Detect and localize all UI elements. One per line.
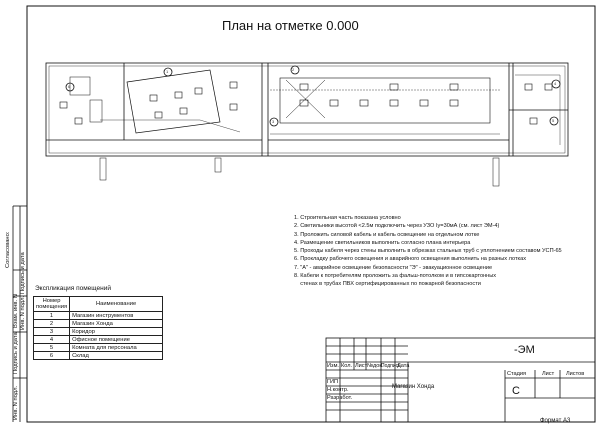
note-6: 6. Прокладку рабочего освещения и аварий… [294, 256, 527, 263]
col-number-header: Номер помещения [32, 296, 71, 312]
stamp-role-gip: ГИП [327, 379, 339, 385]
side-vzam-inv: Взам. инв. N [13, 294, 19, 328]
room-number-6: 6 [68, 84, 71, 89]
stamp-header-date: Дата [397, 363, 410, 369]
stamp-header-kol: Кол. [341, 363, 353, 369]
sheet-frame [26, 5, 596, 423]
drawing-title: План на отметке 0.000 [222, 18, 359, 33]
note-2: 2. Светильники высотой <2.5м подключить … [294, 223, 500, 230]
room-n: 3 [32, 327, 71, 336]
room-name: Коридор [69, 327, 164, 336]
room-number-4: 4 [554, 81, 557, 86]
side-inv-podl-2: Инв. N подл. [20, 295, 26, 330]
room-n: 2 [32, 319, 71, 328]
room-n: 6 [32, 351, 71, 360]
sheet-format: Формат А3 [540, 418, 571, 424]
stamp-role-nkontr: Н.контр. [327, 387, 349, 393]
side-strip [12, 205, 27, 422]
floor-plan [45, 62, 569, 187]
general-notes: 1. Строительная часть показана условно 2… [294, 214, 562, 289]
room-number-3: 3 [272, 119, 275, 124]
stamp-header-izm: Изм. [327, 363, 339, 369]
stamp-header-sign: Подпись [381, 363, 401, 369]
stage-value: С [512, 385, 520, 397]
room-number-2: 2 [292, 67, 295, 72]
stamp-header-list: Лист [355, 363, 368, 369]
room-n: 4 [32, 335, 71, 344]
sheets-label: Листов [566, 371, 585, 377]
room-name: Магазин Хонда [69, 319, 164, 328]
stamp-header-ndoc: №док. [367, 363, 384, 369]
room-n: 1 [32, 311, 71, 320]
room-name: Офисное помещение [69, 335, 164, 344]
side-sign-date: Подпись и дата [13, 332, 19, 374]
title-block [325, 337, 596, 423]
side-agreed: Согласовано: [5, 231, 11, 268]
room-name: Склад [69, 351, 164, 360]
note-1: 1. Строительная часть показана условно [294, 215, 401, 221]
room-n: 5 [32, 343, 71, 352]
stage-label: Стадия [507, 371, 527, 377]
room-number-1: 1 [166, 69, 169, 74]
riser-markers [99, 157, 500, 187]
sheet-label: Лист [542, 371, 555, 377]
room-name: Комната для персонала [69, 343, 164, 352]
note-3: 3. Проложить силовой кабель и кабель осв… [294, 231, 480, 238]
explication-title: Экспликация помещений [35, 285, 112, 292]
light-fixtures [59, 81, 553, 125]
note-8-cont: стенах в трубах ПВХ сертифицированных по… [294, 281, 481, 288]
room-name: Магазин инструментов [69, 311, 164, 320]
stamp-role-razrab: Разработ. [327, 395, 353, 401]
note-7: 7. "А" - аварийное освещение безопасност… [294, 264, 493, 271]
side-inv-podl: Инв. N подл. [13, 385, 19, 420]
note-5: 5. Проходы кабеля через стены выполнить … [294, 248, 562, 255]
note-8: 8. Кабели к потребителям проложить за фа… [294, 273, 497, 280]
side-sign-date-2: Подпись и дата [20, 252, 26, 294]
room-number-5: 5 [552, 118, 555, 123]
document-code: -ЭМ [514, 344, 535, 356]
object-name: Магазин Хонда [392, 384, 435, 390]
note-4: 4. Размещение светильников выполнить сог… [294, 239, 471, 246]
col-name-header: Наименование [69, 296, 164, 312]
